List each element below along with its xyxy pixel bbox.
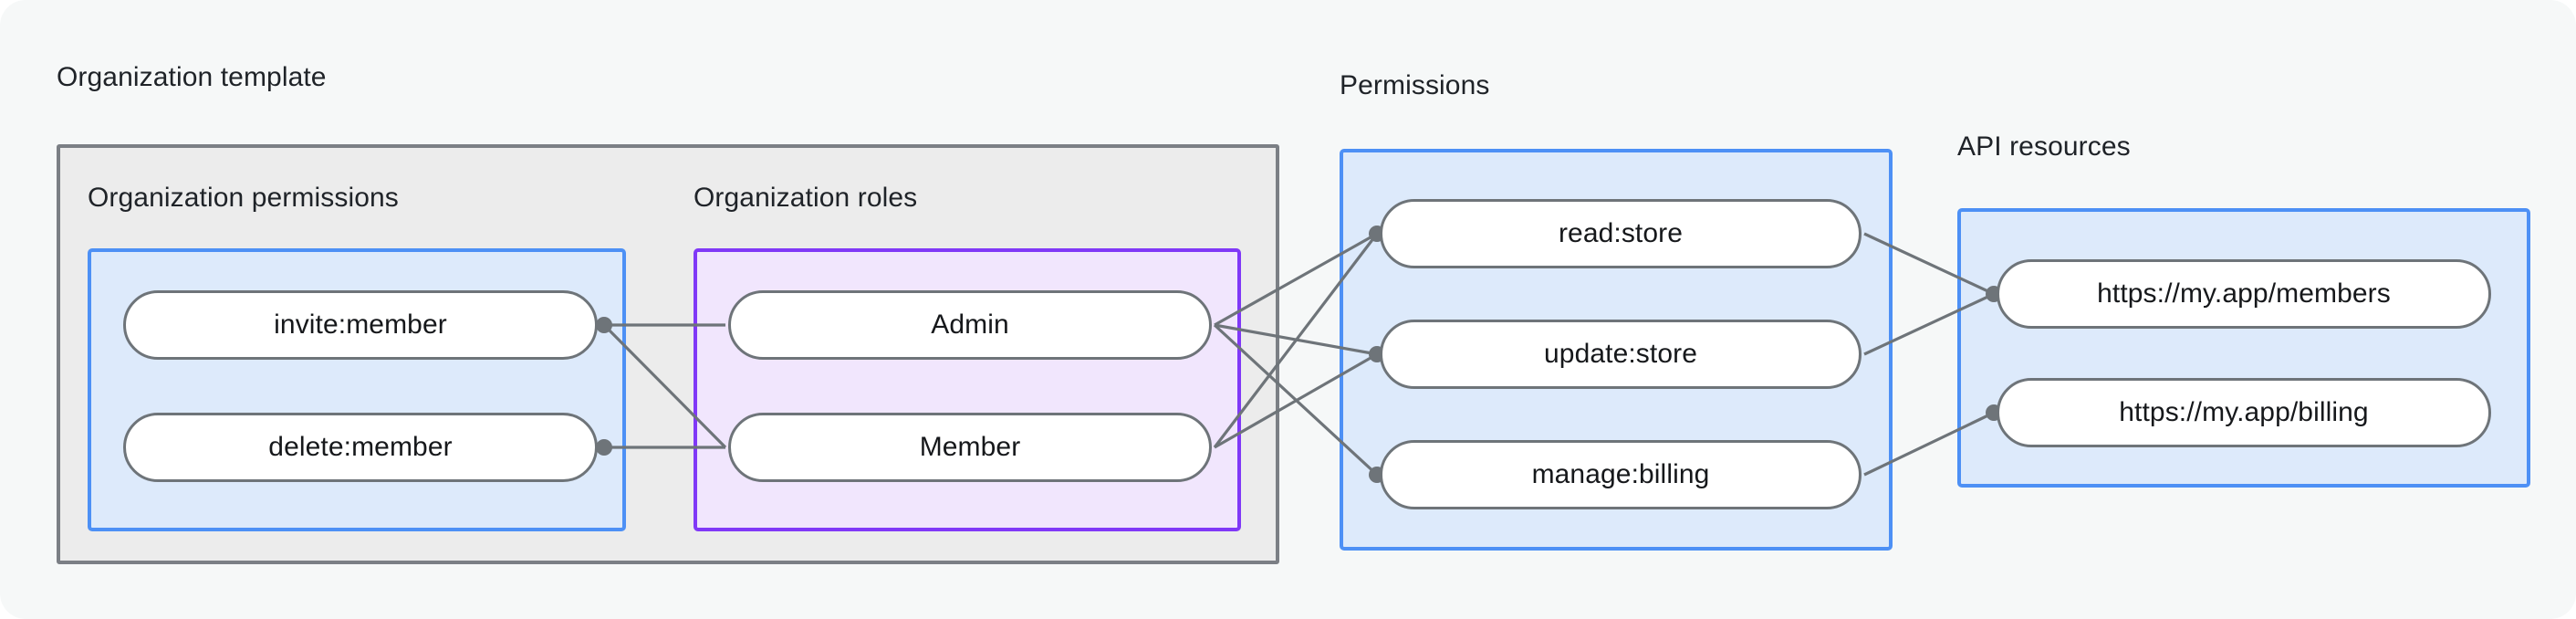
- node-update-store[interactable]: update:store: [1380, 320, 1862, 389]
- group-label-api-resources: API resources: [1957, 131, 2131, 162]
- group-label-org-template: Organization template: [57, 62, 327, 92]
- node-invite-member[interactable]: invite:member: [123, 290, 598, 360]
- node-manage-billing[interactable]: manage:billing: [1380, 440, 1862, 509]
- node-read-store[interactable]: read:store: [1380, 199, 1862, 268]
- node-role-admin[interactable]: Admin: [728, 290, 1212, 360]
- node-url-members[interactable]: https://my.app/members: [1997, 259, 2491, 329]
- node-role-member[interactable]: Member: [728, 413, 1212, 482]
- group-label-org-roles: Organization roles: [694, 183, 918, 213]
- node-url-billing[interactable]: https://my.app/billing: [1997, 378, 2491, 447]
- group-label-org-permissions: Organization permissions: [88, 183, 399, 213]
- node-delete-member[interactable]: delete:member: [123, 413, 598, 482]
- group-label-permissions: Permissions: [1340, 70, 1490, 100]
